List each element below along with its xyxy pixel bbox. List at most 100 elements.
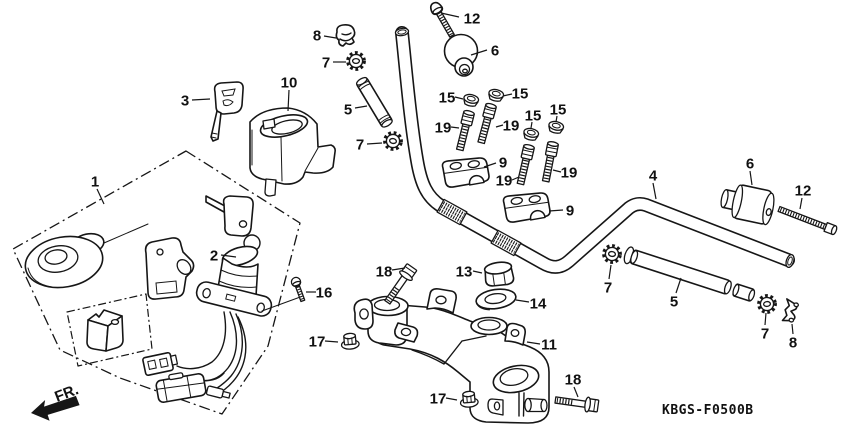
callout-label-15: 15 [439,90,456,107]
callout-label-8: 8 [789,335,797,352]
callout-leader-9 [483,162,497,168]
connector-2pin [142,351,179,377]
callout-label-11: 11 [541,337,557,354]
part-4-handlebar [394,26,795,274]
callout-leader-10 [287,89,290,112]
callout-leader-7 [366,142,383,145]
callout-leader-6 [470,49,488,56]
rubber-part-box [66,293,153,367]
callout-label-13: 13 [456,264,473,281]
callout-leader-15 [555,115,558,123]
callout-label-5: 5 [670,294,678,311]
callout-leader-13 [472,270,483,274]
callout-leader-12 [440,12,460,18]
callout-label-9: 9 [566,203,574,220]
callout-leader-7 [764,312,767,326]
knurl-band [436,198,468,226]
callout-label-6: 6 [491,43,499,60]
front-direction-marker: FR. [31,381,81,421]
callout-leader-1 [96,188,105,205]
part-14-stem-washer [475,288,517,311]
callout-leader-19 [450,126,460,129]
callout-leader-14 [515,299,530,303]
part-9-bar-holder [501,188,552,225]
part-6-bar-weight-top [443,33,479,77]
part-5-tube-top [355,76,393,128]
callout-leader-11 [526,341,541,345]
callout-leader-17 [324,340,339,343]
callout-label-7: 7 [356,137,364,154]
callout-leader-12 [799,197,803,210]
callout-label-3: 3 [181,93,189,110]
connector-main [155,372,207,404]
callout-label-14: 14 [530,296,547,313]
callout-leader-19 [511,176,520,181]
callout-label-10: 10 [281,75,298,92]
callout-leader-8 [323,35,337,39]
callout-leader-6 [749,170,753,186]
part-19-bolt [455,110,475,152]
callout-leader-15 [454,96,464,100]
part-15-nut [461,92,481,109]
part-7-star-washer [756,293,778,315]
callout-leader-2 [220,254,237,258]
part-12-screw-top [429,1,455,38]
callout-label-7: 7 [322,55,330,72]
part-11-handlebar-bridge [353,288,550,424]
part-17-nut [339,332,361,351]
callout-label-7: 7 [604,280,612,297]
part-9-bar-holder [440,153,491,190]
callout-label-19: 19 [561,165,578,182]
part-1-bracket [144,237,195,300]
wire-harness [198,311,238,382]
callout-label-17: 17 [309,334,326,351]
callout-label-15: 15 [525,108,542,125]
callout-label-19: 19 [503,118,520,135]
callout-label-2: 2 [210,248,218,265]
callout-leader-3 [191,98,211,101]
callout-leader-15 [530,121,533,129]
callout-leader-7 [608,264,612,280]
callout-leader-17 [445,397,458,401]
callout-label-19: 19 [435,120,452,137]
callout-label-18: 18 [376,264,393,281]
part-6-bar-weight-right [720,184,775,226]
callout-label-12: 12 [464,11,481,28]
spare-key-blade [205,195,226,213]
callout-leader-19 [552,169,562,173]
part-18-bolt [554,393,599,414]
part-19-bolt [515,144,535,186]
part-8-cap-nut-top [335,24,356,47]
part-1-switch-base [24,223,149,289]
callout-leader-15 [502,93,513,97]
part-2-lock-assembly [142,195,304,404]
part-7-star-washer [346,51,366,71]
callout-label-9: 9 [499,155,507,172]
callout-label-19: 19 [496,173,513,190]
part-19-bolt [476,103,497,145]
callout-label-6: 6 [746,156,754,173]
callout-label-17: 17 [430,391,447,408]
part-1-rubber-cushion [86,309,124,352]
callout-leader-19 [495,124,504,128]
knurl-band [490,229,522,257]
part-15-nut [486,87,506,104]
connector-jack [205,385,231,399]
callout-label-15: 15 [550,102,567,119]
callout-leader-9 [548,209,564,212]
part-7-star-washer [601,243,623,265]
part-19-bolt [540,141,558,182]
callout-label-7: 7 [761,326,769,343]
front-arrow-icon [31,395,80,421]
part-13-stem-cap [483,261,515,287]
callout-label-5: 5 [344,102,352,119]
part-15-nut [521,126,541,143]
callout-leader-8 [791,323,794,335]
callout-label-8: 8 [313,28,321,45]
callout-label-4: 4 [649,168,658,185]
part-12-screw-right [777,205,838,236]
callout-leader-5 [354,105,368,109]
part-16-screw [290,276,306,303]
